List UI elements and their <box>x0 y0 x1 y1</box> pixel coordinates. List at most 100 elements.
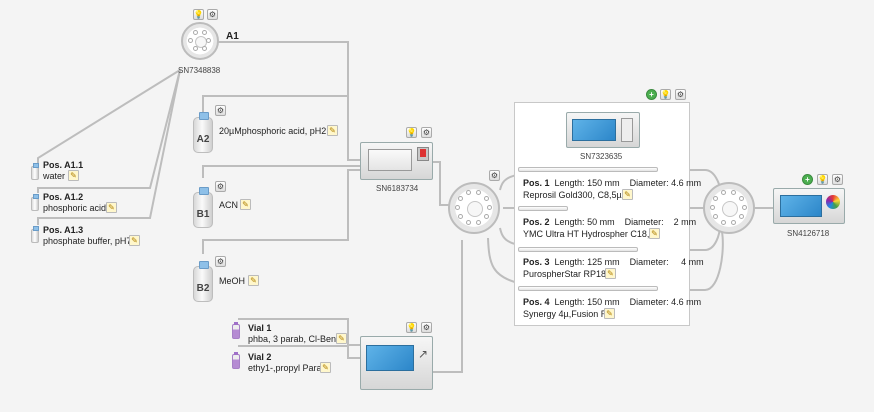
valve-port <box>713 195 719 201</box>
edit-icon[interactable]: ✎ <box>106 202 117 213</box>
gear-icon[interactable]: ⚙ <box>215 105 226 116</box>
bottle-icon <box>31 163 39 180</box>
autosampler-instrument[interactable]: ↗ <box>360 336 433 390</box>
bottle-icon <box>31 194 39 211</box>
position-label: Pos. A1.1 <box>43 160 84 170</box>
column-spec: Pos. 3 Length: 125 mm Diameter: 4 mm <box>523 257 704 267</box>
detector-instrument[interactable] <box>773 188 845 224</box>
valve-port <box>466 189 472 195</box>
edit-icon[interactable]: ✎ <box>605 268 616 279</box>
valve-port <box>738 195 744 201</box>
column-tube <box>518 167 658 172</box>
column-oven-serial: SN7323635 <box>580 152 623 161</box>
position-label: Pos. A1.3 <box>43 225 84 235</box>
gear-icon[interactable]: ⚙ <box>421 322 432 333</box>
pump-b-serial: SN6183734 <box>376 184 419 193</box>
valve-port <box>455 205 460 210</box>
gear-icon[interactable]: ⚙ <box>832 174 843 185</box>
column-spec: Pos. 1 Length: 150 mm Diameter: 4.6 mm <box>523 178 702 188</box>
detector-serial: SN4126718 <box>787 229 830 238</box>
edit-icon[interactable]: ✎ <box>129 235 140 246</box>
valve-port <box>475 189 481 195</box>
column-name: PurospherStar RP18e, <box>523 269 614 279</box>
solvent-value: 20µMphosphoric acid, pH2.4 <box>219 126 334 136</box>
edit-icon[interactable]: ✎ <box>649 228 660 239</box>
column-name: YMC Ultra HT Hydrospher C18,2µ <box>523 229 660 239</box>
valve-port <box>721 220 727 226</box>
vial-label: Vial 2 <box>248 352 272 362</box>
column-oven-instrument[interactable] <box>566 112 640 148</box>
gear-icon[interactable]: ⚙ <box>421 127 432 138</box>
valve-port <box>475 220 481 226</box>
pump-a-name: A1 <box>226 31 239 42</box>
bulb-icon[interactable]: 💡 <box>406 322 417 333</box>
valve-port <box>192 30 198 36</box>
valve-port <box>458 214 464 220</box>
valve-port <box>188 38 193 43</box>
valve-port <box>738 214 744 220</box>
valve-port <box>713 214 719 220</box>
pump-a-valve[interactable] <box>181 22 219 60</box>
column-spec: Pos. 4 Length: 150 mm Diameter: 4.6 mm <box>523 297 702 307</box>
bulb-icon[interactable]: 💡 <box>817 174 828 185</box>
solvent-value: MeOH <box>219 276 246 286</box>
edit-icon[interactable]: ✎ <box>327 125 338 136</box>
edit-icon[interactable]: ✎ <box>68 170 79 181</box>
vial-icon <box>232 352 240 369</box>
gear-icon[interactable]: ⚙ <box>215 256 226 267</box>
gear-icon[interactable]: ⚙ <box>489 170 500 181</box>
valve-port <box>730 189 736 195</box>
valve-port <box>458 195 464 201</box>
column-name: Reprosil Gold300, C8,5µm <box>523 190 630 200</box>
valve-port <box>201 45 207 51</box>
valve-port <box>206 38 211 43</box>
valve-port <box>201 30 207 36</box>
column-spec: Pos. 2 Length: 50 mm Diameter: 2 mm <box>523 217 697 227</box>
gear-icon[interactable]: ⚙ <box>207 9 218 20</box>
vial-value: ethy1-,propyl Parab <box>248 363 327 373</box>
edit-icon[interactable]: ✎ <box>240 199 251 210</box>
valve-port <box>192 45 198 51</box>
column-name: Synergy 4µ,Fusion RP <box>523 309 614 319</box>
edit-icon[interactable]: ✎ <box>604 308 615 319</box>
solvent-bottle-b1[interactable]: B1 <box>193 187 213 228</box>
edit-icon[interactable]: ✎ <box>320 362 331 373</box>
pump-b-instrument[interactable] <box>360 142 433 180</box>
gear-icon[interactable]: ⚙ <box>215 181 226 192</box>
valve-port <box>730 220 736 226</box>
add-icon[interactable]: + <box>646 89 657 100</box>
vial-value: phba, 3 parab, Cl-Benz <box>248 334 341 344</box>
valve-port <box>710 205 715 210</box>
valve-port <box>483 214 489 220</box>
column-tube <box>518 286 658 291</box>
valve-port <box>483 195 489 201</box>
vial-label: Vial 1 <box>248 323 272 333</box>
valve-port <box>466 220 472 226</box>
syringe-icon: ↗ <box>418 347 429 361</box>
column-tube <box>518 206 568 211</box>
edit-icon[interactable]: ✎ <box>248 275 259 286</box>
pump-a-serial: SN7348838 <box>178 66 221 75</box>
position-value: phosphate buffer, pH7 <box>43 236 132 246</box>
add-icon[interactable]: + <box>802 174 813 185</box>
bulb-icon[interactable]: 💡 <box>406 127 417 138</box>
edit-icon[interactable]: ✎ <box>336 333 347 344</box>
bulb-icon[interactable]: 💡 <box>193 9 204 20</box>
column-valve-left[interactable] <box>448 182 500 234</box>
gear-icon[interactable]: ⚙ <box>675 89 686 100</box>
position-value: water <box>43 171 66 181</box>
solvent-bottle-a2[interactable]: A2 <box>193 112 213 153</box>
valve-port <box>742 205 747 210</box>
valve-port <box>721 189 727 195</box>
bulb-icon[interactable]: 💡 <box>660 89 671 100</box>
column-valve-right[interactable] <box>703 182 755 234</box>
bottle-icon <box>31 226 39 243</box>
position-value: phosphoric acid <box>43 203 107 213</box>
solvent-bottle-b2[interactable]: B2 <box>193 261 213 302</box>
valve-port <box>487 205 492 210</box>
position-label: Pos. A1.2 <box>43 192 84 202</box>
color-wheel-icon <box>826 195 840 209</box>
solvent-value: ACN <box>219 200 239 210</box>
column-tube <box>518 247 638 252</box>
edit-icon[interactable]: ✎ <box>622 189 633 200</box>
